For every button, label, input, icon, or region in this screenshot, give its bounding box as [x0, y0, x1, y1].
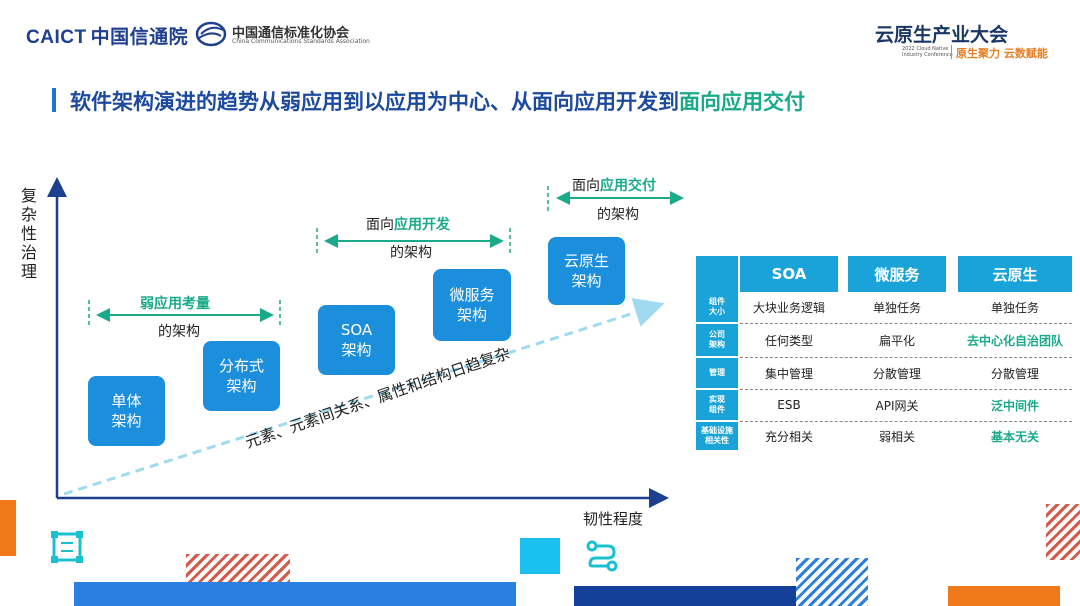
decor-hatch-red-right [1046, 504, 1080, 560]
annotation-3-title: 面向应用交付 [572, 178, 656, 194]
table-cell: API网关 [875, 398, 919, 413]
decor-hatch-red [186, 554, 290, 584]
decor-orange-bar [948, 586, 1060, 606]
annotation-1-suffix: 的架构 [158, 324, 200, 340]
architecture-box-soa: SOA 架构 [318, 305, 395, 375]
trend-arrow [63, 298, 665, 496]
table-cell: 集中管理 [764, 366, 813, 381]
table-cell: 充分相关 [764, 429, 813, 444]
table-header-cloud-native: 云原生 [958, 256, 1072, 292]
event-separator [951, 45, 952, 59]
decor-orange-block [0, 500, 16, 556]
title-accent-bar [52, 88, 56, 112]
table-cell: 泛中间件 [990, 398, 1039, 413]
event-english-name: 2022 Cloud Native Industry Conference [902, 46, 953, 58]
architecture-box-microservices: 微服务 架构 [433, 269, 511, 341]
table-cell: 扁平化 [878, 333, 915, 348]
table-corner [696, 256, 738, 292]
table-row-label: 公司 架构 [696, 324, 738, 356]
decor-navy-bar [574, 586, 836, 606]
comparison-table: SOA 微服务 云原生 组件 大小 大块业务逻辑 单独任务 单独任务 公司 架构… [696, 256, 1072, 450]
table-cell: 分散管理 [872, 366, 921, 381]
table-cell: 大块业务逻辑 [752, 300, 825, 315]
y-axis-label: 复杂性治理 [20, 186, 37, 281]
ccsa-english-name: China Communications Standards Associati… [232, 38, 370, 45]
architecture-box-monolith: 单体 架构 [88, 376, 165, 446]
table-cell: 任何类型 [764, 333, 813, 348]
table-cell: ESB [777, 398, 801, 412]
table-header-soa: SOA [740, 256, 838, 292]
table-row-label: 实现 组件 [696, 390, 738, 420]
table-header-microservices: 微服务 [848, 256, 946, 292]
decor-blue-bar [74, 582, 516, 606]
annotation-2-suffix: 的架构 [390, 245, 432, 261]
frame-icon [51, 531, 83, 563]
table-cell: 单独任务 [990, 300, 1039, 315]
ccsa-logo-icon [195, 21, 227, 47]
table-cell: 去中心化自治团队 [966, 333, 1063, 348]
table-cell: 基本无关 [990, 429, 1039, 444]
annotation-2-title: 面向应用开发 [366, 217, 450, 233]
table-row-label: 组件 大小 [696, 292, 738, 322]
decor-cyan-square [520, 538, 560, 574]
architecture-box-cloud-native: 云原生 架构 [548, 237, 625, 305]
slide-title: 软件架构演进的趋势从弱应用到以应用为中心、从面向应用开发到面向应用交付 [70, 90, 805, 114]
architecture-box-distributed: 分布式 架构 [203, 341, 280, 411]
row-divider [740, 323, 1072, 324]
ccsa-name: 中国通信标准化协会 [232, 26, 350, 41]
event-title: 云原生产业大会 [875, 24, 1009, 46]
table-row-label: 管理 [696, 358, 738, 388]
table-cell: 分散管理 [990, 366, 1039, 381]
annotation-3-suffix: 的架构 [597, 207, 639, 223]
x-axis-label: 韧性程度 [583, 510, 644, 528]
table-cell: 单独任务 [872, 300, 921, 315]
route-icon [586, 540, 618, 572]
event-slogan: 原生聚力 云数赋能 [956, 47, 1048, 60]
table-cell: 弱相关 [878, 429, 915, 444]
decor-hatch-blue [796, 558, 868, 606]
row-divider [740, 389, 1072, 390]
annotation-1-title: 弱应用考量 [140, 296, 210, 312]
row-divider [740, 421, 1072, 422]
row-divider [740, 357, 1072, 358]
table-row-label: 基础设施 相关性 [696, 422, 738, 450]
